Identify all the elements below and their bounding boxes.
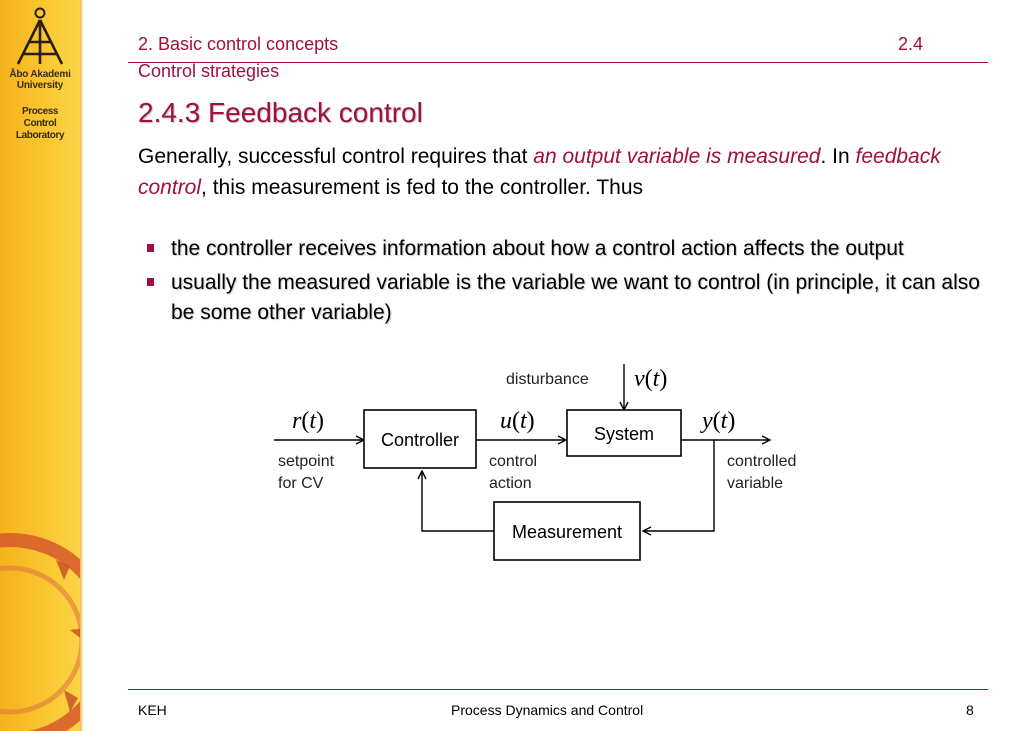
bullet-square-icon [147, 244, 154, 252]
footer-author: KEH [138, 702, 167, 718]
system-label: System [594, 424, 654, 444]
slide-title: 2.4.3 Feedback control [138, 97, 423, 128]
university-name: Åbo Akademi University [9, 69, 71, 91]
header-subsection: Control strategies [138, 61, 280, 81]
bullet-item: usually the measured variable is the var… [138, 268, 988, 328]
page-number: 8 [966, 702, 974, 718]
emphasis-feedback-control: feedback control [138, 145, 941, 199]
controller-label: Controller [381, 430, 459, 450]
footer-divider [128, 689, 988, 690]
sidebar-edge [80, 0, 83, 731]
intro-paragraph: Generally, successful control requires t… [138, 145, 941, 199]
sidebar: Åbo Akademi University Process Control L… [0, 0, 80, 731]
bullet-square-icon [147, 278, 154, 286]
header-divider [128, 62, 988, 63]
measurement-label: Measurement [512, 522, 622, 542]
controller-block [363, 409, 477, 469]
header-section-number: 2.4 [898, 34, 924, 54]
bullet-list: the controller receives information abou… [138, 234, 988, 332]
measurement-block [493, 501, 641, 561]
laboratory-name: Process Control Laboratory [15, 106, 65, 141]
disturbance-label: disturbance [506, 371, 589, 388]
footer-course-title: Process Dynamics and Control [451, 702, 644, 718]
seal-watermark-icon [0, 533, 80, 731]
control-action-symbol: u(t) [500, 408, 535, 434]
bullet-item: the controller receives information abou… [138, 234, 988, 264]
university-logo-icon [16, 7, 64, 65]
setpoint-symbol: r(t) [292, 408, 324, 434]
feedback-path-in [422, 471, 494, 532]
emphasis-output-measured: an output variable is measured [533, 145, 821, 168]
feedback-path-out [643, 440, 715, 531]
header-section: 2. Basic control concepts [138, 34, 339, 54]
output-symbol: y(t) [700, 408, 735, 434]
disturbance-symbol: v(t) [634, 366, 667, 392]
system-block [566, 409, 682, 457]
